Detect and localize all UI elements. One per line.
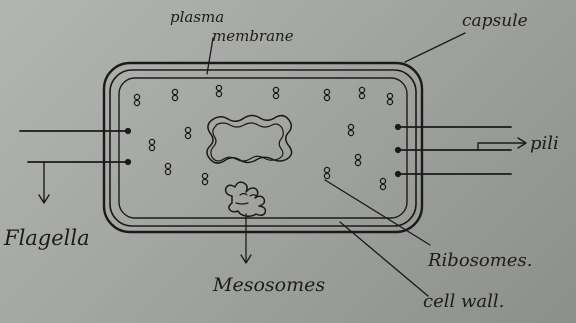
capsule-leader	[405, 33, 465, 62]
ribosome	[324, 167, 329, 172]
ribosome	[380, 184, 385, 189]
ribosome	[387, 99, 392, 104]
ribosome	[348, 130, 353, 135]
label-pili: pili	[530, 133, 559, 154]
pili-pointer	[478, 138, 526, 150]
pilus-base	[396, 148, 400, 152]
ribosome	[324, 173, 329, 178]
ribosome	[380, 178, 385, 183]
leader-lines	[207, 33, 465, 296]
flagellum-base	[126, 160, 130, 164]
ribosome	[355, 160, 360, 165]
flagella-group	[20, 129, 130, 164]
label-membrane: membrane	[212, 27, 294, 45]
pili-pointer-line	[478, 143, 525, 150]
ribosome	[134, 100, 139, 105]
cell-wall-outline	[110, 70, 416, 226]
ribosome	[355, 154, 360, 159]
mesosome	[226, 182, 266, 216]
ribosome	[324, 89, 329, 94]
ribosome	[216, 91, 221, 96]
ribosome	[202, 179, 207, 184]
pilus-base	[396, 172, 400, 176]
ribosome	[172, 95, 177, 100]
ribosome	[185, 127, 190, 132]
flagella-pointer	[39, 162, 49, 203]
ribosome	[324, 95, 329, 100]
ribosome	[149, 145, 154, 150]
ribosome	[134, 94, 139, 99]
ribosome	[387, 93, 392, 98]
ribosome	[359, 93, 364, 98]
ribosome	[185, 133, 190, 138]
label-cell-wall: cell wall.	[423, 291, 504, 312]
ribosome	[172, 89, 177, 94]
label-mesosomes: Mesosomes	[212, 274, 325, 296]
ribosome	[149, 139, 154, 144]
ribosome	[202, 173, 207, 178]
ribosome	[165, 169, 170, 174]
ribosome	[273, 93, 278, 98]
label-capsule: capsule	[462, 11, 528, 31]
mesosome-fold	[236, 194, 257, 205]
ribosome	[273, 87, 278, 92]
pili-group	[396, 125, 511, 176]
pilus-base	[396, 125, 400, 129]
ribosome	[165, 163, 170, 168]
ribosome	[216, 85, 221, 90]
label-ribosomes: Ribosomes.	[427, 250, 532, 271]
label-plasma: plasma	[170, 8, 224, 26]
ribosome	[359, 87, 364, 92]
flagellum-base	[126, 129, 130, 133]
ribosome	[348, 124, 353, 129]
label-flagella: Flagella	[3, 226, 90, 250]
ribosomes-group	[134, 85, 392, 189]
nucleoid-inner	[211, 123, 283, 161]
